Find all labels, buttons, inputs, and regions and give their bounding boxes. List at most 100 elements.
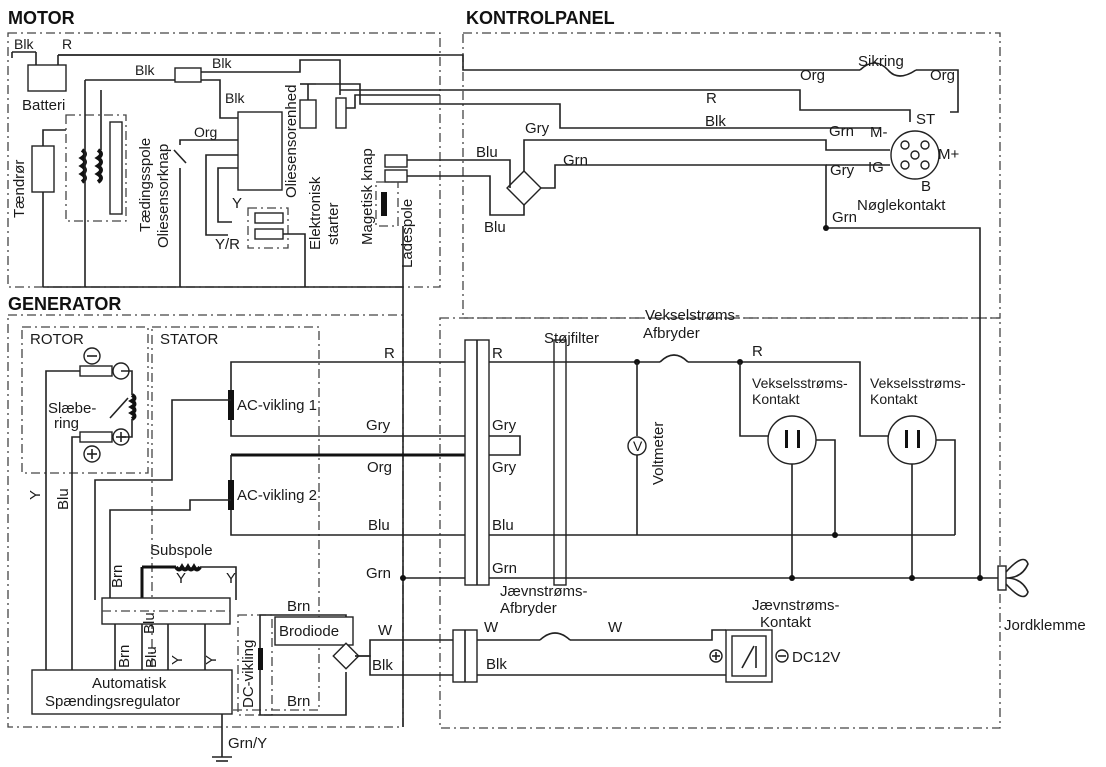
rotor-heading: ROTOR: [30, 331, 84, 348]
subspole-label: Subspole: [150, 542, 213, 559]
dc-outlet-label-1: Jævnstrøms-: [752, 597, 840, 614]
ignition-coil-secondary: [94, 148, 103, 184]
generator-heading: GENERATOR: [8, 294, 121, 314]
wire-label-y-reg-2: Y: [203, 655, 220, 665]
ac-breaker-symbol: [659, 354, 689, 363]
wire-label-grn-key: Grn: [829, 123, 854, 140]
wire-label-y-rotor: Y: [27, 490, 44, 500]
spark-plug-label: Tændrør: [11, 160, 28, 218]
connector-blk-top: [174, 67, 202, 83]
slip-ring-label-2: ring: [54, 415, 79, 432]
ac-outlet-a: [767, 415, 817, 465]
dc-breaker-symbol: [539, 632, 571, 641]
key-terminal-b: B: [921, 178, 931, 195]
wire-label-blu-stator: Blu: [368, 517, 390, 534]
wire-label-y-sub-1: Y: [176, 570, 186, 587]
fuse-label: Sikring: [858, 53, 904, 70]
wire-label-blu-panel: Blu: [492, 517, 514, 534]
upper-bridge-rectifier: [506, 170, 542, 206]
wire-label-w-gen: W: [378, 622, 393, 639]
battery-label: Batteri: [22, 97, 65, 114]
electronic-starter-label-1: Elektronisk: [307, 176, 324, 250]
wire-label-org-2: Org: [930, 67, 955, 84]
ac-outlet-a-label-1: Vekselsstrøms-: [752, 375, 848, 391]
wire-label-w-panel-2: W: [608, 619, 623, 636]
wire-label-blk-1: Blk: [135, 62, 155, 78]
wire-label-blk-3: Blk: [225, 90, 245, 106]
ground-label: Grn/Y: [228, 735, 267, 752]
oil-sensor-unit: [237, 111, 283, 191]
motor-heading: MOTOR: [8, 8, 75, 28]
wire-label-y-reg-1: Y: [169, 655, 186, 665]
wire-label-r-panel: R: [492, 345, 503, 362]
wire-label-grn-key-2: Grn: [832, 209, 857, 226]
wire-label-r-battery: R: [62, 36, 72, 52]
ac-breaker-label-2: Afbryder: [643, 325, 700, 342]
noise-filter: [553, 339, 567, 586]
oil-sensor-switch-label: Oliesensorknap: [155, 144, 172, 248]
wire-label-blu-conn: Blu: [141, 612, 158, 634]
starter-motor-symbol: [299, 99, 317, 129]
charge-coil-connector-1: [384, 154, 408, 168]
ignition-coil-label: Tædingsspole: [137, 138, 154, 232]
oil-connector-y: [254, 212, 284, 224]
wire-label-blu-rotor: Blu: [55, 488, 72, 510]
magnetic-switch-label: Magetisk knap: [359, 148, 376, 245]
dc12v-label: DC12V: [792, 649, 840, 666]
wire-label-r-stator: R: [384, 345, 395, 362]
regulator-label-1: Automatisk: [92, 675, 167, 692]
voltmeter-label: Voltmeter: [650, 422, 667, 485]
wire-label-org-1: Org: [800, 67, 825, 84]
wire-label-w-panel-1: W: [484, 619, 499, 636]
ac-breaker-label-1: Vekselstrøms-: [645, 307, 740, 324]
wing-nut-icon: [1005, 558, 1029, 598]
ac-outlet-b: [887, 415, 937, 465]
jordklemme-label: Jordklemme: [1004, 617, 1086, 634]
slip-ring-top: [79, 365, 113, 377]
charge-coil-label: Ladespole: [399, 199, 416, 268]
ignition-coil-box: [65, 114, 127, 222]
brodiode-label: Brodiode: [279, 623, 339, 640]
kontrolpanel-lower: R Gry Gry Blu Grn Støjfilter Vekselstrøm…: [452, 307, 1086, 683]
slip-ring-label-1: Slæbe-: [48, 400, 96, 417]
generator-box: [7, 314, 404, 728]
ac-outlet-a-label-2: Kontakt: [752, 391, 800, 407]
dc-breaker-label-1: Jævnstrøms-: [500, 583, 588, 600]
wire-label-blu-reg: Blu: [143, 646, 160, 668]
dc-winding-label: DC-vikling: [240, 640, 257, 708]
ac-winding-2-symbol: [228, 480, 234, 510]
wire-label-blk-2: Blk: [212, 55, 232, 71]
oil-sensor-unit-label: Oliesensorenhed: [283, 85, 300, 198]
electronic-starter-label-2: starter: [325, 202, 342, 245]
ac-winding-2-label: AC-vikling 2: [237, 487, 317, 504]
key-terminal-m-plus: M+: [938, 146, 959, 163]
charge-coil-connector-2: [384, 169, 408, 183]
key-terminal-st: ST: [916, 111, 935, 128]
key-switch-label: Nøglekontakt: [857, 197, 946, 214]
wire-label-grn-upper: Grn: [563, 152, 588, 169]
wire-label-blk-panel: Blk: [486, 656, 507, 673]
wire-label-brn-stator: Brn: [109, 565, 126, 588]
wire-label-r-long: R: [706, 90, 717, 107]
motor-section: Batteri Blk R Blk Blk Blk Tændrør Tæding…: [11, 36, 440, 727]
dc-outlet-label-2: Kontakt: [760, 614, 812, 631]
wire-label-blu-upper: Blu: [476, 144, 498, 161]
wire-label-grn-stator: Grn: [366, 565, 391, 582]
wire-label-gry-upper: Gry: [525, 120, 550, 137]
magnetic-switch-symbol: [335, 97, 347, 129]
wire-label-yr-oil: Y/R: [215, 236, 240, 253]
slip-ring-bottom: [79, 431, 113, 443]
dc-winding-symbol: [258, 648, 263, 670]
jordklemme-terminal: [997, 565, 1007, 591]
key-terminal-m-minus: M-: [870, 124, 888, 141]
stator-box: [151, 326, 320, 711]
voltage-regulator: [31, 669, 233, 715]
lower-bridge-rectifier: [332, 642, 360, 670]
ignition-coil-core: [109, 121, 123, 215]
charge-coil-box: [375, 181, 399, 227]
wire-label-org-oil: Org: [194, 124, 217, 140]
wire-label-org-stator: Org: [367, 459, 392, 476]
noise-filter-label: Støjfilter: [544, 330, 599, 347]
ac-winding-1-label: AC-vikling 1: [237, 397, 317, 414]
